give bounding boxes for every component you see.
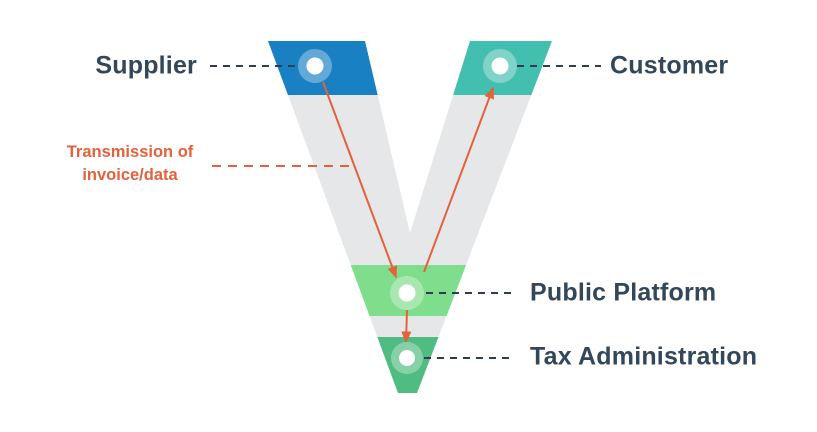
transmission-annotation-line2: invoice/data bbox=[82, 166, 178, 184]
arrow-platform-to-customer bbox=[423, 86, 494, 273]
supplier-band bbox=[268, 41, 446, 95]
arrow-platform-to-tax bbox=[401, 309, 412, 344]
label-connectors bbox=[210, 65, 601, 359]
customer-band bbox=[446, 41, 552, 95]
supplier-label: Supplier bbox=[95, 51, 197, 80]
public-platform-label: Public Platform bbox=[530, 278, 717, 307]
node-dots bbox=[298, 49, 517, 374]
public-platform-dot bbox=[398, 284, 416, 302]
customer-label: Customer bbox=[610, 51, 729, 80]
transmission-annotation: Transmission of invoice/data bbox=[25, 141, 235, 187]
supplier-dot bbox=[306, 57, 324, 75]
tax-administration-label: Tax Administration bbox=[530, 342, 758, 371]
tax-administration-dot bbox=[399, 350, 415, 366]
transmission-annotation-line1: Transmission of bbox=[66, 143, 194, 161]
customer-dot bbox=[491, 57, 509, 75]
arrow-supplier-to-platform bbox=[322, 81, 398, 279]
flow-arrows bbox=[322, 81, 494, 344]
